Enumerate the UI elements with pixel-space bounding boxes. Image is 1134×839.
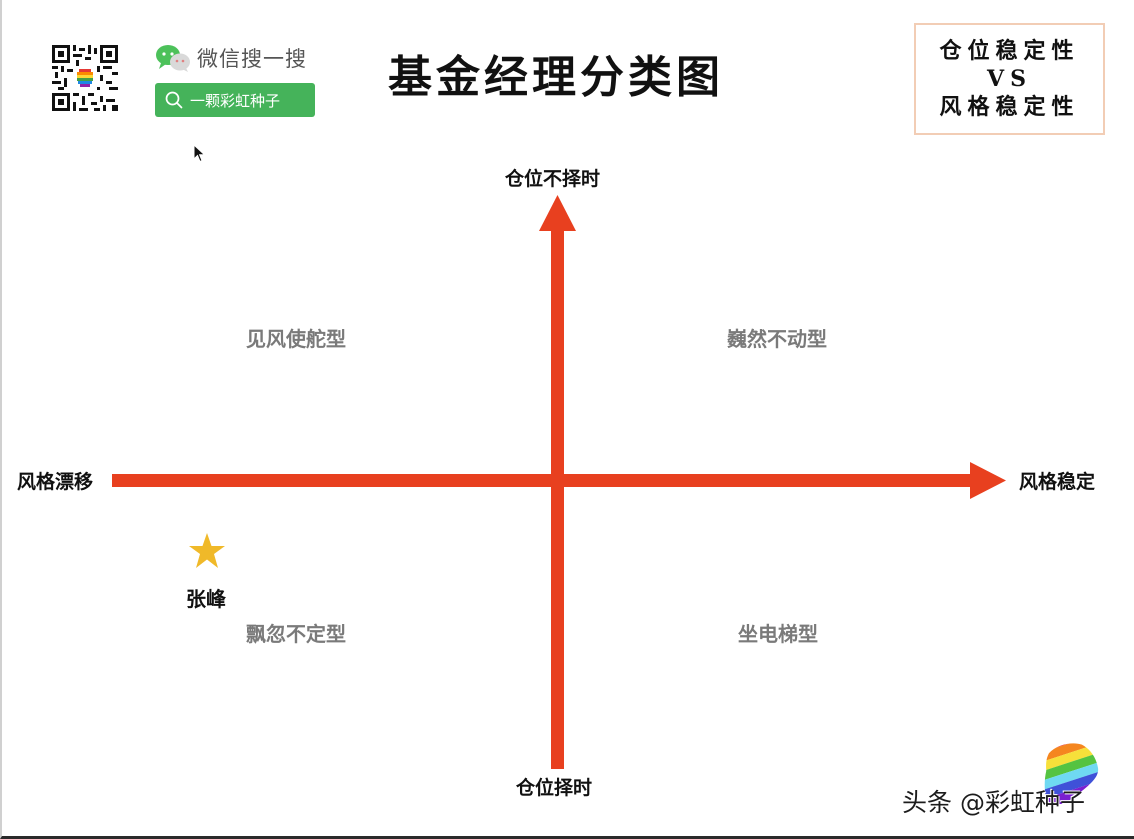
comparison-line-vs: VS <box>987 66 1032 92</box>
quadrant-label-top-right: 巍然不动型 <box>727 327 827 351</box>
search-pill-text: 一颗彩虹种子 <box>190 91 281 110</box>
right-arrowhead-icon <box>970 462 1006 499</box>
star-icon <box>187 531 227 571</box>
horizontal-axis-line <box>112 474 974 487</box>
axis-label-right: 风格稳定 <box>1019 471 1096 493</box>
vertical-axis-line <box>551 228 564 769</box>
wechat-search-button[interactable]: 一颗彩虹种子 <box>155 83 315 117</box>
comparison-box: 仓位稳定性 VS 风格稳定性 <box>914 23 1105 135</box>
quadrant-label-bottom-right: 坐电梯型 <box>738 622 818 646</box>
manager-point-label: 张峰 <box>186 587 226 611</box>
axis-label-left: 风格漂移 <box>17 471 94 493</box>
mouse-cursor-icon <box>193 144 207 164</box>
wechat-icon <box>155 43 191 73</box>
rainbow-seed-logo-icon <box>1036 742 1102 804</box>
quadrant-label-top-left: 见风使舵型 <box>246 327 346 351</box>
search-icon <box>165 91 183 109</box>
up-arrowhead-icon <box>539 195 576 231</box>
comparison-line-1: 仓位稳定性 <box>939 38 1080 64</box>
axis-label-bottom: 仓位择时 <box>516 777 593 799</box>
quadrant-label-bottom-left: 飘忽不定型 <box>246 622 346 646</box>
wechat-search-header: 微信搜一搜 <box>155 43 307 73</box>
qr-code-icon <box>52 45 118 111</box>
comparison-line-2: 风格稳定性 <box>939 94 1080 120</box>
page-title: 基金经理分类图 <box>388 52 724 103</box>
wechat-search-label: 微信搜一搜 <box>197 47 307 71</box>
axis-label-top: 仓位不择时 <box>505 168 601 190</box>
watermark-text: 头条 @彩虹种子 <box>902 788 1085 817</box>
